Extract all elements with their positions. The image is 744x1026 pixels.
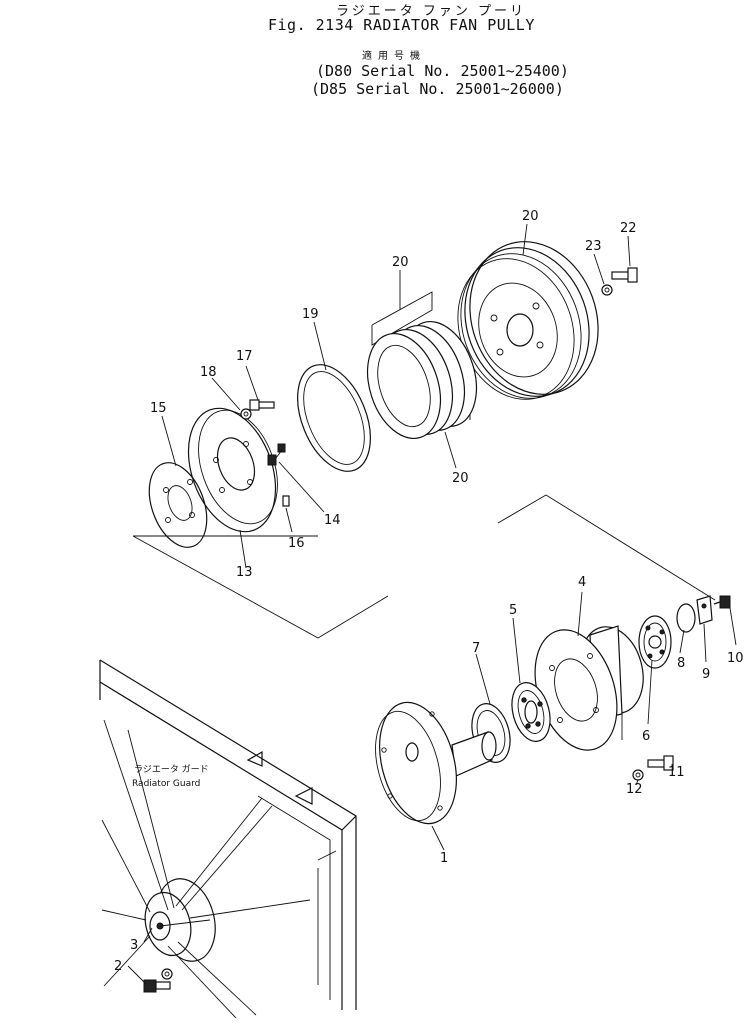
spacer-set-part-20 <box>367 291 477 440</box>
group-line-b <box>132 535 389 639</box>
part-number: 9 <box>702 667 710 682</box>
part-number: 17 <box>236 349 253 364</box>
part-number: 23 <box>585 239 602 254</box>
part-number: 18 <box>200 365 217 380</box>
bolt-part-2 <box>143 979 171 993</box>
figure-title: Fig. 2134 RADIATOR FAN PULLY <box>268 16 535 34</box>
part-number: 2 <box>114 959 122 974</box>
leader-lines <box>127 223 737 985</box>
housing-part-4 <box>534 625 644 751</box>
part-number: 12 <box>626 782 643 797</box>
washer-part-12 <box>632 769 644 781</box>
radiator-guard-label: Radiator Guard <box>132 779 200 789</box>
part-number: 3 <box>130 938 138 953</box>
bearing-part-6 <box>638 615 672 669</box>
part-number: 15 <box>150 401 167 416</box>
plate-part-15 <box>148 462 208 548</box>
washer-part-3 <box>161 968 173 980</box>
part-number: 1 <box>440 851 448 866</box>
fan-assembly <box>101 719 311 1019</box>
part-number: 10 <box>727 651 744 666</box>
japanese-title: ラジエータ ファン プーリ <box>336 4 527 19</box>
fitting-part-14 <box>267 443 286 466</box>
bolt-part-22 <box>611 267 638 283</box>
lock-plate-part-9 <box>696 595 713 625</box>
part-number-labels: 20 22 23 20 20 19 17 18 15 13 14 16 4 5 … <box>114 209 744 974</box>
pulley-part-21 <box>457 241 599 400</box>
part-number: 5 <box>509 603 517 618</box>
bolt-part-11 <box>647 755 674 771</box>
bolt-part-17 <box>249 399 275 411</box>
group-line-c <box>497 494 716 601</box>
part-number: 20 <box>392 255 409 270</box>
part-number: 8 <box>677 656 685 671</box>
part-number: 6 <box>642 729 650 744</box>
washer-part-8 <box>676 603 696 633</box>
part-number: 16 <box>288 536 305 551</box>
washer-part-18 <box>240 408 252 420</box>
part-number: 4 <box>578 575 586 590</box>
bearing-part-5 <box>511 682 551 742</box>
flange-part-13 <box>187 407 278 533</box>
serial-range-d80: (D80 Serial No. 25001~25400) <box>316 62 569 80</box>
bolt-part-10 <box>713 595 731 609</box>
serial-range-d85: (D85 Serial No. 25001~26000) <box>311 80 564 98</box>
washer-part-23 <box>601 284 613 296</box>
applicable-models-label: 適用号機 <box>362 51 426 62</box>
part-number: 20 <box>522 209 539 224</box>
pin-part-16 <box>282 495 290 507</box>
part-number: 20 <box>452 471 469 486</box>
part-number: 22 <box>620 221 637 236</box>
part-number: 19 <box>302 307 319 322</box>
gasket-part-19 <box>297 364 371 472</box>
part-number: 14 <box>324 513 341 528</box>
radiator-guard-label-jp: ラジエータ ガード <box>134 764 209 775</box>
radiator-guard-frame <box>99 659 357 1010</box>
part-number: 11 <box>668 765 685 780</box>
shaft-part-1 <box>375 701 497 825</box>
part-number: 13 <box>236 565 253 580</box>
part-number: 7 <box>472 641 480 656</box>
